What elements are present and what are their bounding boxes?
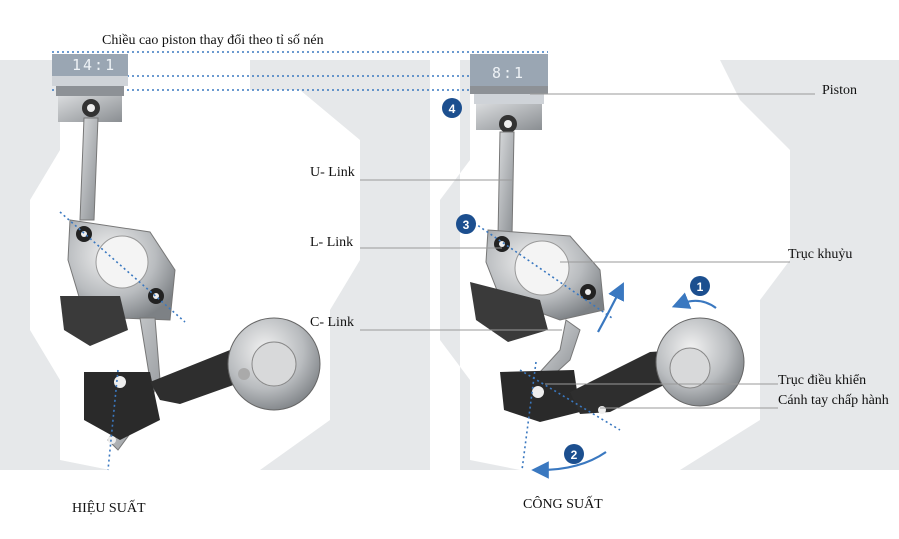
leader-lines xyxy=(360,93,815,409)
motion-arrows xyxy=(531,282,717,479)
ratio-left: 14:1 xyxy=(72,56,116,74)
svg-text:2: 2 xyxy=(571,448,578,462)
engine-block-right xyxy=(440,60,899,470)
label-actuator-arm: Cánh tay chấp hành xyxy=(778,393,889,408)
arrow-rotate-bottom-icon xyxy=(531,451,607,479)
arrow-rotate-top-icon xyxy=(671,292,717,309)
label-u-link: U- Link xyxy=(310,165,355,180)
svg-text:4: 4 xyxy=(449,102,456,116)
marker-4: 4 xyxy=(442,98,462,118)
label-control-shaft: Trục điều khiển xyxy=(778,373,866,388)
c-link-left xyxy=(84,317,321,471)
l-link-left xyxy=(59,211,186,346)
svg-text:1: 1 xyxy=(697,280,704,294)
label-c-link: C- Link xyxy=(310,315,354,330)
marker-3: 3 xyxy=(456,214,476,234)
engine-block-left xyxy=(0,60,430,470)
arrow-up-icon xyxy=(597,282,624,333)
l-link-right xyxy=(469,219,613,342)
caption-right: CÔNG SUẤT xyxy=(523,495,603,512)
marker-1: 1 xyxy=(690,276,710,296)
svg-text:3: 3 xyxy=(463,218,470,232)
caption-left: HIỆU SUẤT xyxy=(72,499,146,516)
diagram-title: Chiều cao piston thay đổi theo tỉ số nén xyxy=(102,33,324,48)
piston-right xyxy=(470,54,548,133)
u-link-right xyxy=(497,131,515,237)
u-link-left xyxy=(79,117,99,221)
label-l-link: L- Link xyxy=(310,235,353,250)
label-piston: Piston xyxy=(822,83,857,98)
label-crankshaft: Trục khuỷu xyxy=(788,247,852,262)
ratio-right: 8:1 xyxy=(492,64,525,82)
c-link-right xyxy=(500,317,745,471)
marker-2: 2 xyxy=(564,444,584,464)
piston-left xyxy=(52,54,128,122)
